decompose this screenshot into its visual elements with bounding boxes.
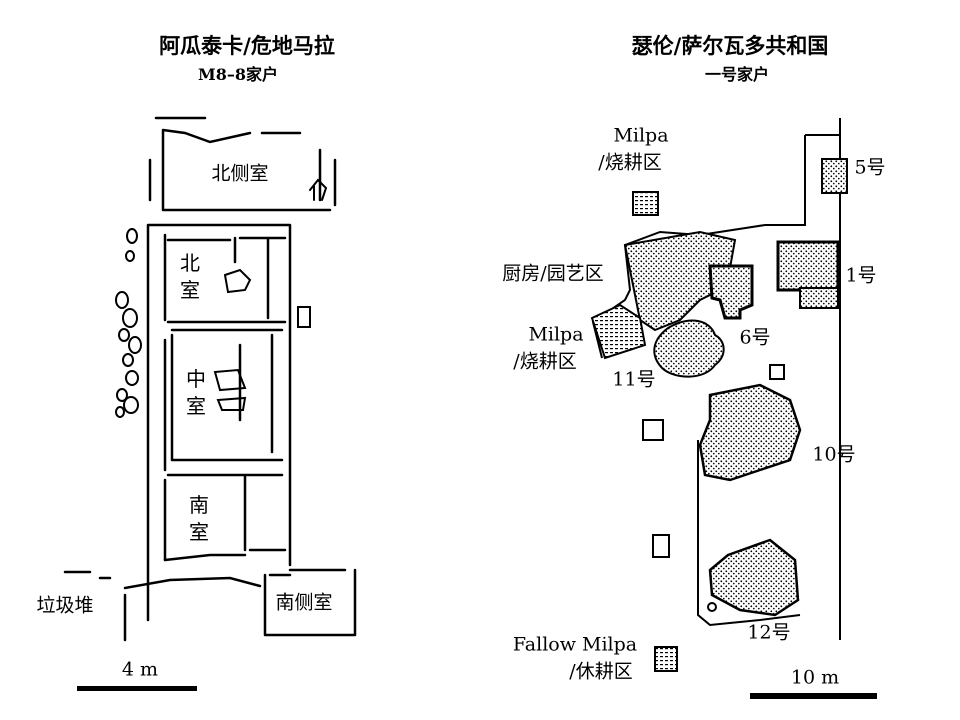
- fallow-structure: [654, 646, 678, 672]
- north-room-feature: [223, 268, 252, 294]
- property-boundary: [591, 118, 841, 640]
- left-plan-subtitle: M8–8家户: [198, 65, 278, 84]
- right-scale-bar: [750, 693, 877, 699]
- small-square-1: [769, 364, 785, 380]
- structure-11: [653, 319, 725, 378]
- structure-6-label: 6号: [739, 326, 771, 349]
- south-room-char-1: 南: [189, 493, 209, 517]
- small-circle-feature: [707, 602, 717, 612]
- kitchen-garden-label: 厨房/园艺区: [502, 262, 604, 285]
- structure-12: [708, 538, 800, 617]
- south-side-room-label: 南侧室: [275, 591, 333, 614]
- small-square-2: [642, 419, 664, 441]
- south-room-char-2: 室: [189, 520, 209, 544]
- structure-12-label: 12号: [747, 621, 791, 644]
- structure-10: [698, 383, 802, 482]
- milpa-left-label: Milpa: [528, 323, 584, 346]
- left-plan-title: 阿瓜泰卡/危地马拉: [159, 33, 335, 58]
- fallow-structure-top: [632, 191, 659, 216]
- structure-6: [708, 264, 754, 320]
- middle-room-label: 中室: [185, 366, 207, 420]
- midden-stones: [115, 228, 142, 418]
- structure-5: [821, 158, 848, 194]
- middle-room-char-1: 中: [186, 367, 206, 391]
- left-scale-bar: [77, 686, 197, 691]
- structure-1-label: 1号: [845, 264, 877, 287]
- right-plan-subtitle: 一号家户: [704, 65, 770, 84]
- stair-feature: [309, 178, 328, 201]
- south-room-label: 南室: [188, 492, 210, 546]
- structure-1-annex: [799, 287, 839, 309]
- left-household-plan: [63, 116, 357, 642]
- milpa-left-cn-label: /烧耕区: [513, 350, 577, 373]
- milpa-left-field: [590, 303, 647, 360]
- north-room-label: 北室: [179, 250, 201, 304]
- structure-1: [776, 240, 840, 292]
- kitchen-garden-area: [623, 230, 737, 332]
- small-feature: [297, 306, 311, 328]
- milpa-top-cn-label: /烧耕区: [598, 151, 662, 174]
- midden-edge: [63, 570, 262, 642]
- right-plan-title: 瑟伦/萨尔瓦多共和国: [631, 33, 829, 58]
- north-room-char-1: 北: [180, 251, 200, 275]
- milpa-top-label: Milpa: [613, 124, 669, 147]
- middle-room-feature-2: [216, 396, 247, 411]
- main-structure-outer-wall: [146, 223, 292, 622]
- structure-11-label: 11号: [612, 368, 656, 391]
- midden-label: 垃圾堆: [36, 594, 94, 617]
- small-square-3: [652, 534, 670, 558]
- south-side-room-walls: [263, 568, 357, 637]
- structure-10-label: 10号: [812, 443, 856, 466]
- middle-room-char-2: 室: [186, 394, 206, 418]
- north-side-room-walls: [148, 116, 337, 212]
- north-room-walls: [166, 236, 287, 324]
- right-scale-label: 10 m: [790, 666, 840, 689]
- fallow-milpa-label: Fallow Milpa: [512, 633, 638, 656]
- north-room-char-2: 室: [180, 278, 200, 302]
- fallow-milpa-cn-label: /休耕区: [569, 660, 633, 683]
- structure-5-label: 5号: [854, 156, 886, 179]
- south-room-walls: [163, 473, 287, 562]
- north-side-room-label: 北侧室: [211, 162, 269, 185]
- left-scale-label: 4 m: [121, 658, 159, 681]
- middle-room-feature-1: [213, 368, 247, 392]
- middle-room-walls: [170, 328, 284, 462]
- right-household-plan: [590, 118, 848, 672]
